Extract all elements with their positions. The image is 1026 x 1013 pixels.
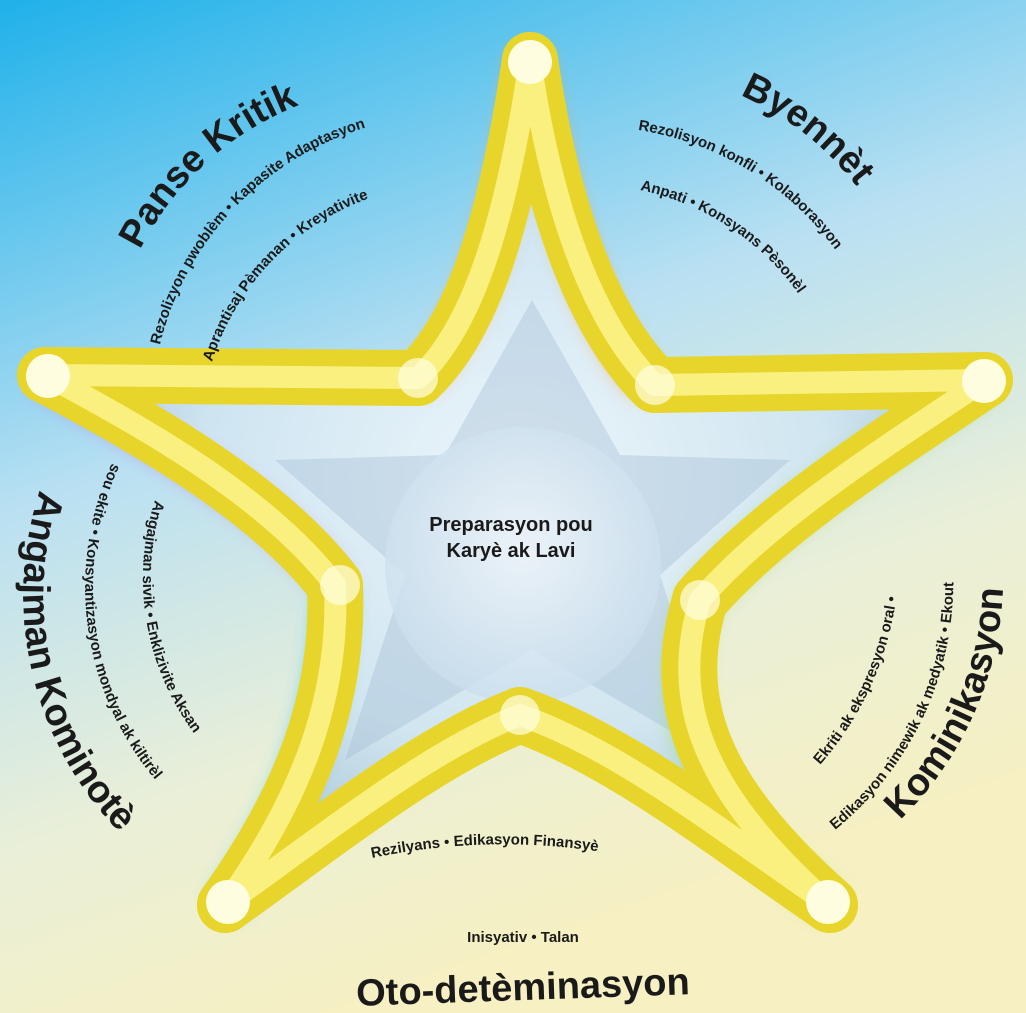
center-label-line1: Preparasyon pou — [380, 512, 642, 538]
section-skills-line: Inisyativ • Talan — [467, 929, 579, 946]
center-label-line2: Karyè ak Lavi — [380, 538, 642, 564]
center-label: Preparasyon pou Karyè ak Lavi — [380, 512, 642, 564]
center-circle — [385, 427, 661, 703]
